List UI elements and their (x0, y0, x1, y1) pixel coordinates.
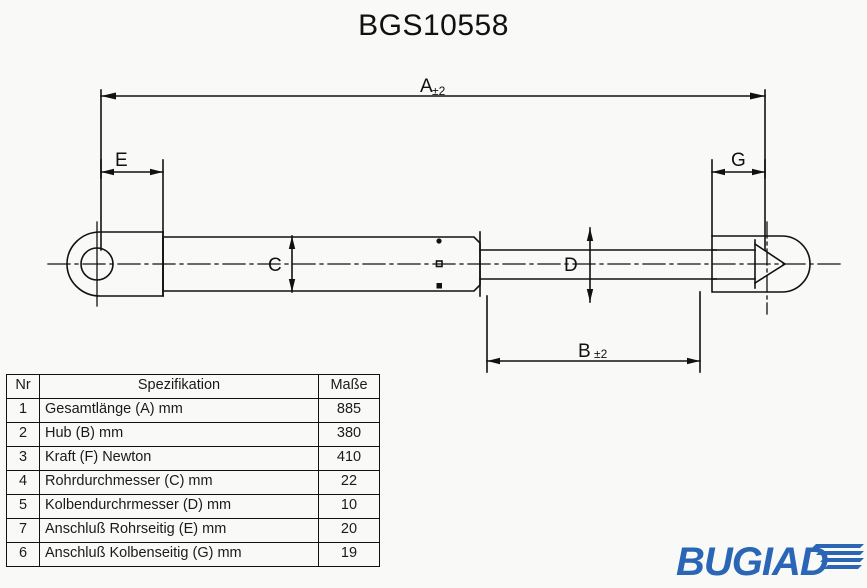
arrow-d-top (586, 228, 594, 241)
cell-nr: 6 (6, 542, 40, 567)
bugiad-swoosh-icon (812, 544, 864, 569)
right-socket-outer (711, 235, 811, 293)
cylinder-mark-dot (436, 238, 442, 244)
table-row: 6 Anschluß Kolbenseitig (G) mm 19 (6, 542, 380, 567)
dim-label-c: C (268, 255, 282, 276)
table-row: 4 Rohrdurchmesser (C) mm 22 (6, 470, 380, 495)
dim-label-a: A (420, 76, 433, 97)
arrow-a-right (750, 92, 765, 100)
table-header-row: Nr Spezifikation Maße (6, 374, 380, 399)
gas-spring-diagram: A ±2 E G B ±2 C D (47, 76, 846, 373)
table-row: 7 Anschluß Rohrseitig (E) mm 20 (6, 518, 380, 543)
right-socket-wedge (753, 242, 787, 285)
arrow-c-top (288, 236, 296, 249)
cell-nr: 1 (6, 398, 40, 423)
page-title: BGS10558 (358, 9, 509, 42)
cell-value: 10 (318, 494, 380, 519)
dim-label-d: D (564, 255, 578, 276)
table-header-value: Maße (318, 374, 380, 399)
cell-value: 885 (318, 398, 380, 423)
table-row: 2 Hub (B) mm 380 (6, 422, 380, 447)
cell-spec: Anschluß Rohrseitig (E) mm (39, 518, 319, 543)
cell-spec: Hub (B) mm (39, 422, 319, 447)
specification-table: Nr Spezifikation Maße 1 Gesamtlänge (A) … (6, 374, 380, 567)
cylinder-mark-square-low (436, 283, 442, 289)
arrow-a-left (101, 92, 116, 100)
arrow-g-left (712, 168, 725, 176)
cell-spec: Anschluß Kolbenseitig (G) mm (39, 542, 319, 567)
cell-value: 20 (318, 518, 380, 543)
cell-spec: Gesamtlänge (A) mm (39, 398, 319, 423)
cell-nr: 4 (6, 470, 40, 495)
cell-value: 19 (318, 542, 380, 567)
dim-label-e: E (115, 150, 128, 171)
table-row: 5 Kolbendurchrmesser (D) mm 10 (6, 494, 380, 519)
dim-label-b: B (578, 341, 591, 362)
cell-value: 410 (318, 446, 380, 471)
dim-label-g: G (731, 150, 746, 171)
arrow-g-right (752, 168, 765, 176)
dim-tolerance-b: ±2 (594, 347, 608, 361)
cell-spec: Kolbendurchrmesser (D) mm (39, 494, 319, 519)
dim-tolerance-a: ±2 (432, 84, 446, 98)
cylinder-mark-square-mid (435, 260, 443, 268)
cell-spec: Kraft (F) Newton (39, 446, 319, 471)
arrow-e-left (101, 168, 114, 176)
cell-value: 22 (318, 470, 380, 495)
arrow-b-left (487, 357, 500, 365)
cell-value: 380 (318, 422, 380, 447)
brand-logo: BUGIAD (676, 539, 866, 588)
cell-nr: 5 (6, 494, 40, 519)
arrow-d-bottom (586, 289, 594, 302)
table-header-spec: Spezifikation (39, 374, 319, 399)
cell-nr: 2 (6, 422, 40, 447)
cell-nr: 3 (6, 446, 40, 471)
cell-nr: 7 (6, 518, 40, 543)
table-row: 1 Gesamtlänge (A) mm 885 (6, 398, 380, 423)
cell-spec: Rohrdurchmesser (C) mm (39, 470, 319, 495)
brand-name: BUGIAD (676, 540, 829, 584)
arrow-e-right (150, 168, 163, 176)
table-row: 3 Kraft (F) Newton 410 (6, 446, 380, 471)
arrow-c-bottom (288, 279, 296, 292)
arrow-b-right (687, 357, 700, 365)
table-header-nr: Nr (6, 374, 40, 399)
